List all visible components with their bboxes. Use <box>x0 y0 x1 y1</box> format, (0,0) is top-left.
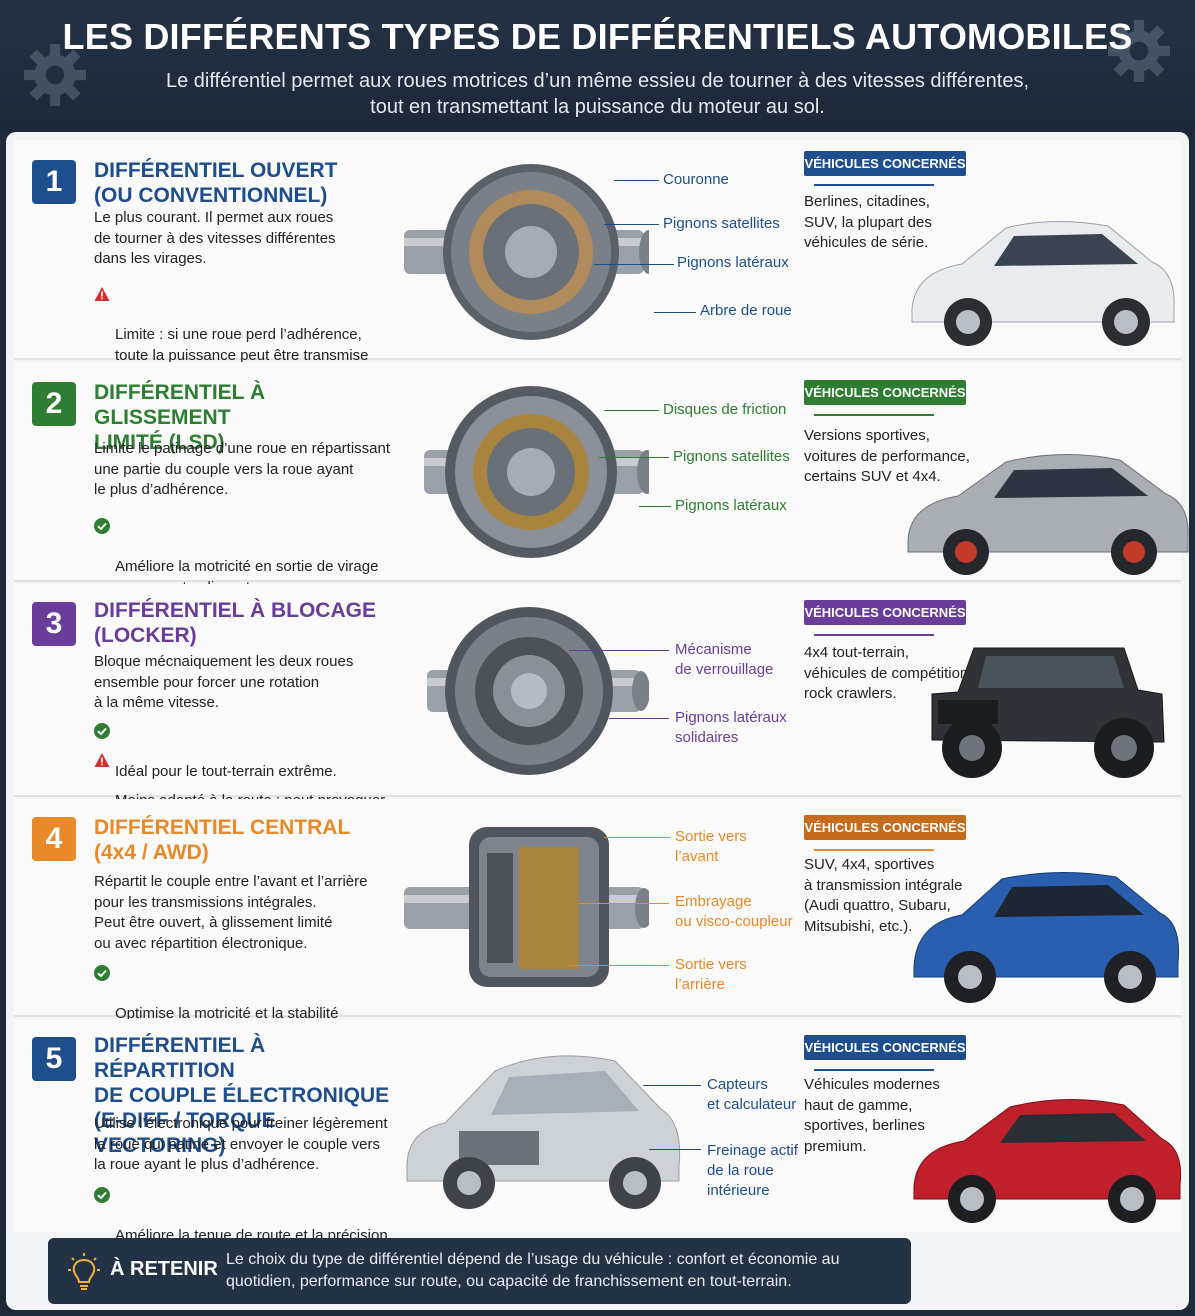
warning-icon <box>94 753 110 767</box>
vehicles-badge: VÉHICULES CONCERNÉS <box>804 151 966 176</box>
section-locker-differential: 3 DIFFÉRENTIEL À BLOCAGE (LOCKER) Bloque… <box>14 584 1181 830</box>
gear-icon <box>24 44 86 106</box>
label-leader <box>604 224 659 225</box>
section-description: Répartit le couple entre l’avant et l’ar… <box>94 873 368 952</box>
diagram-label: Freinage actif de la roue intérieure <box>707 1142 798 1199</box>
label-leader <box>599 457 669 458</box>
vehicles-text: 4x4 tout-terrain, véhicules de compétiti… <box>804 644 973 702</box>
section-title: DIFFÉRENTIEL À GLISSEMENT LIMITÉ (LSD) <box>94 381 266 454</box>
label-leader <box>649 1149 701 1150</box>
vehicles-badge: VÉHICULES CONCERNÉS <box>804 600 966 625</box>
vehicles-badge: VÉHICULES CONCERNÉS <box>804 815 966 840</box>
section-central-differential: 4 DIFFÉRENTIEL CENTRAL (4x4 / AWD) Répar… <box>14 799 1181 1043</box>
diagram-label: Arbre de roue <box>700 302 792 319</box>
section-number: 5 <box>32 1037 76 1081</box>
differential-diagram: Sortie vers l’avant Embrayage ou visco-c… <box>399 813 799 1003</box>
check-icon <box>94 518 110 534</box>
diagram-label: Disques de friction <box>663 401 787 418</box>
diagram-label: Pignons satellites <box>673 448 790 465</box>
section-number: 2 <box>32 382 76 426</box>
section-number: 1 <box>32 160 76 204</box>
label-leader <box>654 312 696 313</box>
diagram-label: Embrayage ou visco-coupleur <box>675 893 793 930</box>
badge-underline <box>814 184 934 186</box>
car-image <box>913 1098 1182 1223</box>
diagram-label: Sortie vers l’arrière <box>675 956 747 993</box>
diagram-label: Capteurs et calculateur <box>707 1076 797 1113</box>
diagram-label: Mécanisme de verrouillage <box>675 641 774 678</box>
diagram-label: Pignons latéraux <box>675 497 787 514</box>
warning-icon <box>94 287 110 301</box>
section-title: DIFFÉRENTIEL CENTRAL (4x4 / AWD) <box>94 816 351 864</box>
vehicles-text: Berlines, citadines, SUV, la plupart des… <box>804 193 932 251</box>
label-leader <box>609 718 669 719</box>
badge-underline <box>814 414 934 416</box>
check-icon <box>94 965 110 981</box>
label-leader <box>569 650 669 651</box>
note-text: Améliore la motricité en sortie de virag… <box>115 558 379 596</box>
section-torque-vectoring: 5 DIFFÉRENTIEL À RÉPARTITION DE COUPLE É… <box>14 1019 1182 1265</box>
lightbulb-icon <box>68 1253 100 1290</box>
section-title: DIFFÉRENTIEL À BLOCAGE (LOCKER) <box>94 599 376 647</box>
diagram-label: Couronne <box>663 171 729 188</box>
note-text: Idéal pour le tout-terrain extrême. <box>115 763 337 780</box>
section-description: Limite le patinage d’une roue en réparti… <box>94 440 391 498</box>
car-image <box>907 453 1189 575</box>
section-note: Améliore la motricité en sortie de virag… <box>94 516 394 598</box>
car-image <box>931 647 1165 778</box>
section-lsd-differential: 2 DIFFÉRENTIEL À GLISSEMENT LIMITÉ (LSD)… <box>14 362 1189 596</box>
vehicles-badge: VÉHICULES CONCERNÉS <box>804 380 966 405</box>
takeaway-label: À RETENIR <box>110 1258 218 1280</box>
differential-diagram: Couronne Pignons satellites Pignons laté… <box>399 152 799 352</box>
label-leader <box>569 965 669 966</box>
page-subtitle: Le différentiel permet aux roues motrice… <box>165 70 1030 118</box>
header: LES DIFFÉRENTS TYPES DE DIFFÉRENTIELS AU… <box>0 0 1195 132</box>
vehicles-text: Versions sportives, voitures de performa… <box>804 427 970 485</box>
diagram-label: Sortie vers l’avant <box>675 828 747 865</box>
gear-icon <box>1108 20 1170 82</box>
page-title: LES DIFFÉRENTS TYPES DE DIFFÉRENTIELS AU… <box>62 16 1133 57</box>
differential-diagram: Disques de friction Pignons satellites P… <box>399 372 799 572</box>
label-leader <box>614 180 659 181</box>
label-leader <box>639 506 671 507</box>
differential-diagram: Capteurs et calculateur Freinage actif d… <box>399 1031 799 1231</box>
section-description: Bloque mécnaiquement les deux roues ense… <box>94 653 354 711</box>
badge-underline <box>814 849 934 851</box>
badge-underline <box>814 1069 934 1071</box>
section-open-differential: 1 DIFFÉRENTIEL OUVERT (OU CONVENTIONNEL)… <box>14 140 1181 384</box>
badge-underline <box>814 634 934 636</box>
label-leader <box>604 410 659 411</box>
label-leader <box>594 264 674 265</box>
diagram-label: Pignons latéraux <box>677 254 789 271</box>
vehicles-text: Véhicules modernes haut de gamme, sporti… <box>804 1076 940 1155</box>
section-description: Utilise l’électronique pour freiner légè… <box>94 1115 388 1173</box>
diagram-label: Pignons satellites <box>663 215 780 232</box>
label-leader <box>604 837 670 838</box>
differential-diagram: Mécanisme de verrouillage Pignons latéra… <box>399 596 799 786</box>
car-image <box>911 220 1175 346</box>
car-image <box>913 871 1180 1003</box>
section-number: 3 <box>32 602 76 646</box>
content-panel: 1 DIFFÉRENTIEL OUVERT (OU CONVENTIONNEL)… <box>6 132 1189 1310</box>
section-description: Le plus courant. Il permet aux roues de … <box>94 209 336 267</box>
label-leader <box>643 1085 701 1086</box>
diagram-label: Pignons latéraux solidaires <box>675 709 787 746</box>
section-note: Idéal pour le tout-terrain extrême. <box>94 721 394 783</box>
label-leader <box>579 903 669 904</box>
check-icon <box>94 723 110 739</box>
vehicles-text: SUV, 4x4, sportives à transmission intég… <box>804 856 963 935</box>
section-number: 4 <box>32 817 76 861</box>
vehicles-badge: VÉHICULES CONCERNÉS <box>804 1035 966 1060</box>
takeaway-text: Le choix du type de différentiel dépend … <box>226 1251 840 1290</box>
section-title: DIFFÉRENTIEL OUVERT (OU CONVENTIONNEL) <box>94 159 338 207</box>
section-title: DIFFÉRENTIEL À RÉPARTITION DE COUPLE ÉLE… <box>94 1034 390 1157</box>
check-icon <box>94 1187 110 1203</box>
key-takeaway-banner: À RETENIR Le choix du type de différenti… <box>48 1238 911 1304</box>
